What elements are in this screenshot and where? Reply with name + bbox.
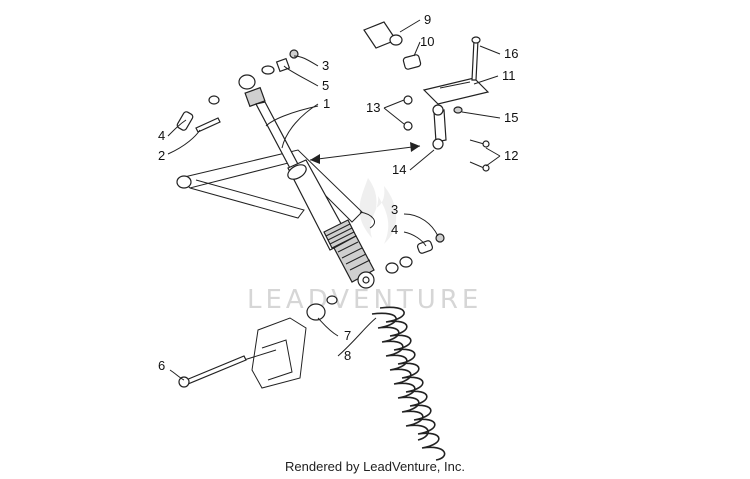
sleeve-and-pin-left	[176, 95, 221, 133]
callout-4-top: 4	[158, 128, 165, 143]
callout-labels: 1 2 3 3 4 4 5 6 7 8 9 10 11 12 13 14 15 …	[158, 12, 518, 373]
callout-8: 8	[344, 348, 351, 363]
callout-16: 16	[504, 46, 518, 61]
a-arm-frame	[176, 149, 375, 229]
leader-lines	[167, 19, 501, 381]
connection-arrow	[309, 142, 421, 164]
callout-4-lower: 4	[391, 222, 398, 237]
callout-14: 14	[392, 162, 406, 177]
callout-7: 7	[344, 328, 351, 343]
callout-3-top: 3	[322, 58, 329, 73]
callout-11: 11	[502, 68, 516, 83]
linkage-assembly	[363, 21, 490, 172]
watermark-logo	[359, 178, 397, 244]
callout-6: 6	[158, 358, 165, 373]
callout-3-lower: 3	[391, 202, 398, 217]
long-bolt	[178, 355, 247, 388]
lower-bushing-hardware	[306, 233, 445, 321]
lower-mount-bracket	[243, 317, 307, 389]
callout-2: 2	[158, 148, 165, 163]
footer-credit: Rendered by LeadVenture, Inc.	[285, 459, 465, 474]
callout-9: 9	[424, 12, 431, 27]
callout-13: 13	[366, 100, 380, 115]
shock-absorber	[238, 74, 375, 289]
callout-5: 5	[322, 78, 329, 93]
top-bushing-hardware	[261, 49, 299, 75]
coil-spring	[371, 306, 446, 461]
callout-12: 12	[504, 148, 518, 163]
callout-1: 1	[323, 96, 330, 111]
watermark-text: LEADVENTURE	[247, 285, 482, 315]
callout-10: 10	[420, 34, 434, 49]
callout-15: 15	[504, 110, 518, 125]
